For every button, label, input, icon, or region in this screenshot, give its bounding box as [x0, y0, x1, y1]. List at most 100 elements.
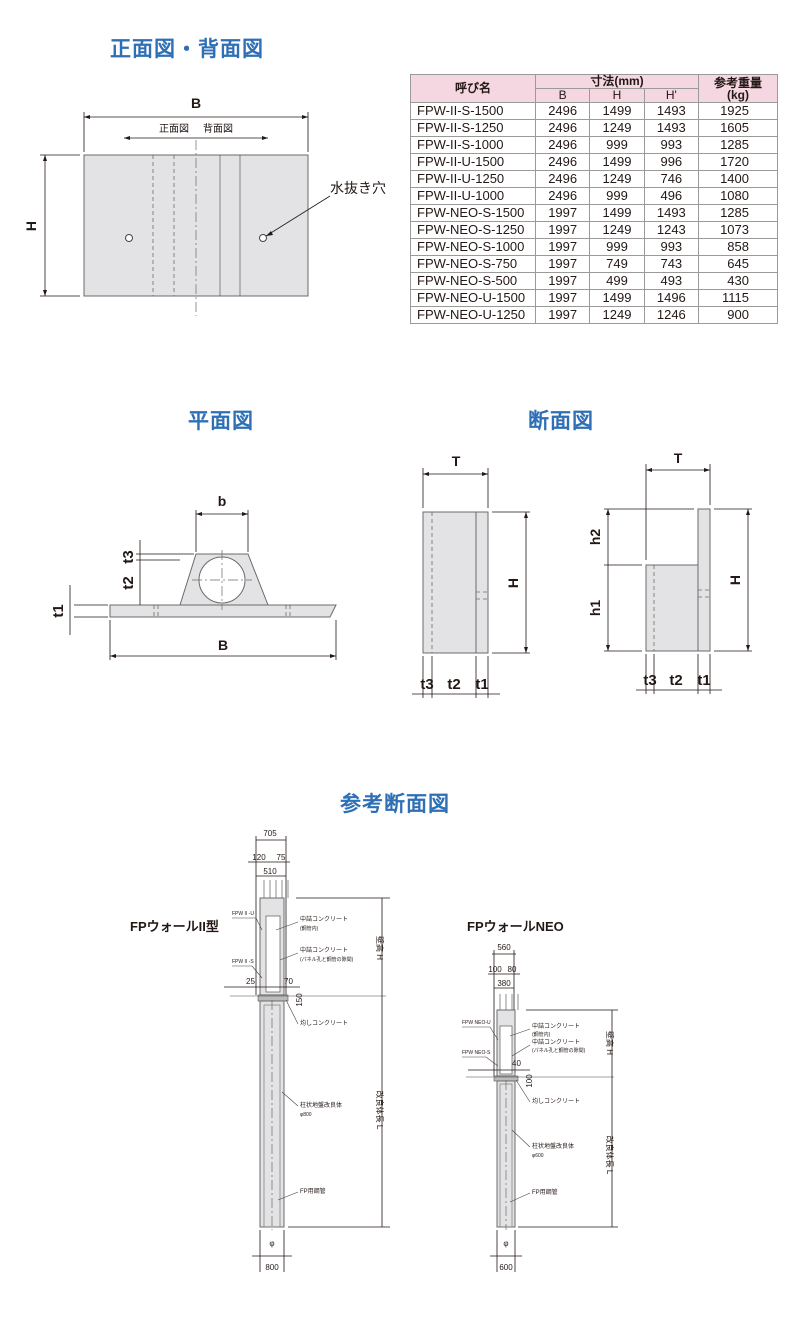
ref-right-dim-40: 40	[512, 1059, 521, 1068]
section-left-dim-t2-label: t2	[447, 676, 460, 693]
table-cell-name: FPW-NEO-S-1500	[410, 204, 536, 222]
ref-left-note-fill: 中詰コンクリート	[300, 915, 348, 923]
table-cell-name: FPW-NEO-S-1000	[410, 238, 536, 256]
table-header-weight-line2: (kg)	[727, 87, 749, 102]
ref-left-dim-75: 75	[277, 853, 286, 862]
table-cell-value: 1400	[698, 170, 778, 188]
ref-right-note-column-sub: φ600	[532, 1153, 544, 1159]
ref-right-note-pipe: FP用鋼管	[532, 1188, 558, 1196]
front-dim-h-label: H	[23, 221, 39, 231]
table-header-weight: 参考重量 (kg)	[698, 74, 778, 103]
table-cell-name: FPW-NEO-U-1500	[410, 289, 536, 307]
ref-left-dim-25: 25	[246, 977, 255, 986]
reference-section-heading: 参考断面図	[340, 792, 450, 816]
plan-view-heading: 平面図	[188, 409, 254, 433]
ref-left-tag-s: FPW II -S	[232, 959, 254, 965]
ref-right-body-l: 改良体長 L	[605, 1136, 615, 1175]
table-cell-value: 496	[643, 187, 700, 205]
ref-left-tag-u: FPW II -U	[232, 911, 254, 917]
table-cell-value: 1246	[643, 306, 700, 324]
ref-right-note-fill: 中詰コンクリート	[532, 1022, 580, 1030]
table-subheader-b: B	[534, 88, 591, 103]
ref-right-note-column: 柱状地盤改良体	[532, 1142, 574, 1150]
ref-left-phi: φ	[269, 1239, 274, 1248]
ref-right-tag-s: FPW NEO-S	[462, 1050, 491, 1056]
ref-left-wall-h: 壁高 H	[375, 936, 385, 960]
table-cell-value: 1499	[589, 204, 645, 222]
table-header-weight-line1: 参考重量	[713, 75, 762, 90]
section-right-dim-h-label: H	[727, 575, 743, 585]
ref-right-wall-h: 壁高 H	[605, 1031, 615, 1055]
table-cell-name: FPW-NEO-U-1250	[410, 306, 536, 324]
table-cell-value: 900	[698, 306, 778, 324]
front-view-label: 正面図	[159, 123, 189, 135]
table-cell-value: 430	[698, 272, 778, 290]
table-cell-name: FPW-NEO-S-750	[410, 255, 536, 273]
table-cell-value: 1493	[643, 119, 700, 137]
section-right-dim-h1-label: h1	[587, 600, 603, 617]
table-cell-value: 1997	[534, 255, 591, 273]
ref-left-note-fill2-sub: (パネル孔と鋼管の隙間)	[300, 956, 354, 963]
table-header-dims: 寸法(mm)	[535, 74, 699, 89]
ref-right-note-level: 均しコンクリート	[532, 1097, 580, 1105]
section-left-dim-t3-label: t3	[420, 676, 433, 693]
ref-right-note-fill2-sub: (パネル孔と鋼管の隙間)	[532, 1047, 586, 1054]
plan-dim-t2-label: t2	[120, 576, 137, 589]
ref-right-dim-100b: 100	[525, 1074, 534, 1088]
section-view-heading: 断面図	[528, 409, 594, 433]
ref-left-note-fill-sub: (鋼管内)	[300, 925, 319, 932]
table-cell-value: 1285	[698, 204, 778, 222]
ref-right-note-fill-sub: (鋼管内)	[532, 1031, 551, 1038]
ref-left-body-l: 改良体長 L	[375, 1091, 385, 1130]
spec-table: 呼び名 寸法(mm) 参考重量 (kg) B H H' FPW-II-S-150…	[410, 74, 778, 324]
table-subheader-h-prime: H'	[643, 88, 700, 103]
table-subheader-h: H	[589, 88, 645, 103]
table-cell-name: FPW-II-U-1500	[410, 153, 536, 171]
section-right-dim-t3-label: t3	[643, 672, 656, 689]
section-right-dim-t-label: T	[674, 450, 683, 466]
table-cell-value: 1080	[698, 187, 778, 205]
section-right-dim-h2-label: h2	[587, 529, 603, 546]
ref-right-dim-560: 560	[497, 943, 511, 952]
table-cell-value: 858	[698, 238, 778, 256]
ref-left-dim-120: 120	[252, 853, 266, 862]
front-back-view-heading: 正面図・背面図	[110, 37, 264, 61]
ref-left-note-pipe: FP用鋼管	[300, 1187, 326, 1195]
table-cell-name: FPW-II-S-1000	[410, 136, 536, 154]
table-cell-value: 2496	[534, 136, 591, 154]
ref-left-note-column: 柱状地盤改良体	[300, 1101, 342, 1109]
ref-left-dim-70: 70	[284, 977, 293, 986]
ref-right-dim-80: 80	[508, 965, 517, 974]
table-cell-value: 993	[643, 238, 700, 256]
section-right-dim-t1-label: t1	[697, 672, 710, 689]
ref-left-note-level: 均しコンクリート	[300, 1019, 348, 1027]
table-cell-value: 1997	[534, 306, 591, 324]
ref-right-dim-100: 100	[488, 965, 502, 974]
ref-right-dim-380: 380	[497, 979, 511, 988]
plan-dim-t1-label: t1	[50, 604, 67, 617]
ref-right-note-fill2: 中詰コンクリート	[532, 1038, 580, 1046]
section-right-dim-t2-label: t2	[669, 672, 682, 689]
table-cell-value: 1243	[643, 221, 700, 239]
table-cell-value: 499	[589, 272, 645, 290]
section-left-dim-h-label: H	[505, 578, 521, 588]
ref-left-title: FPウォールII型	[130, 919, 219, 934]
ref-left-dim-510: 510	[263, 867, 277, 876]
plan-dim-t3-label: t3	[120, 550, 137, 563]
plan-dim-b-label: b	[218, 493, 227, 509]
drain-hole-label: 水抜き穴	[330, 180, 386, 196]
plan-dim-bb-label: B	[218, 637, 228, 653]
section-left-dim-t1-label: t1	[475, 676, 488, 693]
